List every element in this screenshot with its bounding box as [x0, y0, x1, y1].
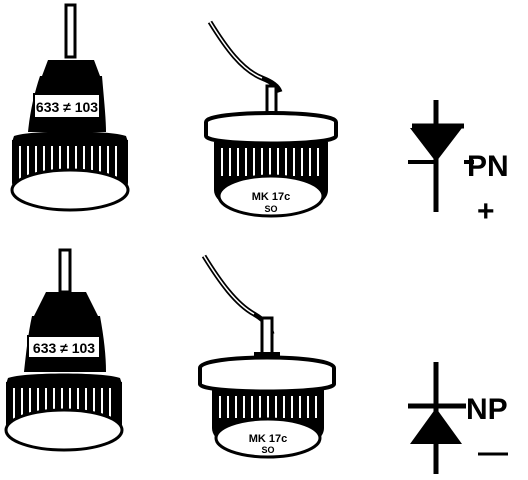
- stud-diode-top-base: [10, 131, 130, 212]
- wire-diode-bottom-marking-2: SO: [261, 445, 274, 455]
- stud-diode-bottom-lead: [58, 248, 72, 294]
- wire-diode-top-marking-1: MK 17c: [252, 191, 291, 203]
- np-polarity-minus: —: [478, 436, 508, 469]
- wire-diode-bottom: MK 17c SO: [198, 254, 336, 459]
- stud-diode-top-neck: [42, 60, 100, 76]
- wire-diode-top-marking-2: SO: [264, 204, 277, 214]
- pn-polarity-plus: +: [477, 195, 495, 228]
- pn-label: PN: [467, 150, 509, 183]
- stud-diode-bottom-marking: 633 ≠ 103: [33, 340, 95, 356]
- wire-diode-top-lead: [207, 20, 283, 93]
- stud-diode-top-marking: 633 ≠ 103: [36, 99, 98, 115]
- stud-diode-bottom: 633 ≠ 103: [4, 248, 124, 452]
- stud-diode-top-lead: [64, 3, 77, 59]
- pn-diode-symbol: [408, 100, 474, 212]
- np-diode-symbol: [408, 362, 466, 474]
- wire-diode-bottom-marking-1: MK 17c: [249, 433, 288, 445]
- wire-diode-top: MK 17c SO: [204, 20, 338, 218]
- stud-diode-top: 633 ≠ 103: [10, 3, 130, 212]
- np-label: NP: [466, 393, 508, 426]
- stud-diode-bottom-base: [4, 373, 124, 452]
- wire-diode-bottom-flange: [198, 355, 336, 394]
- wire-diode-top-flange: [204, 111, 338, 146]
